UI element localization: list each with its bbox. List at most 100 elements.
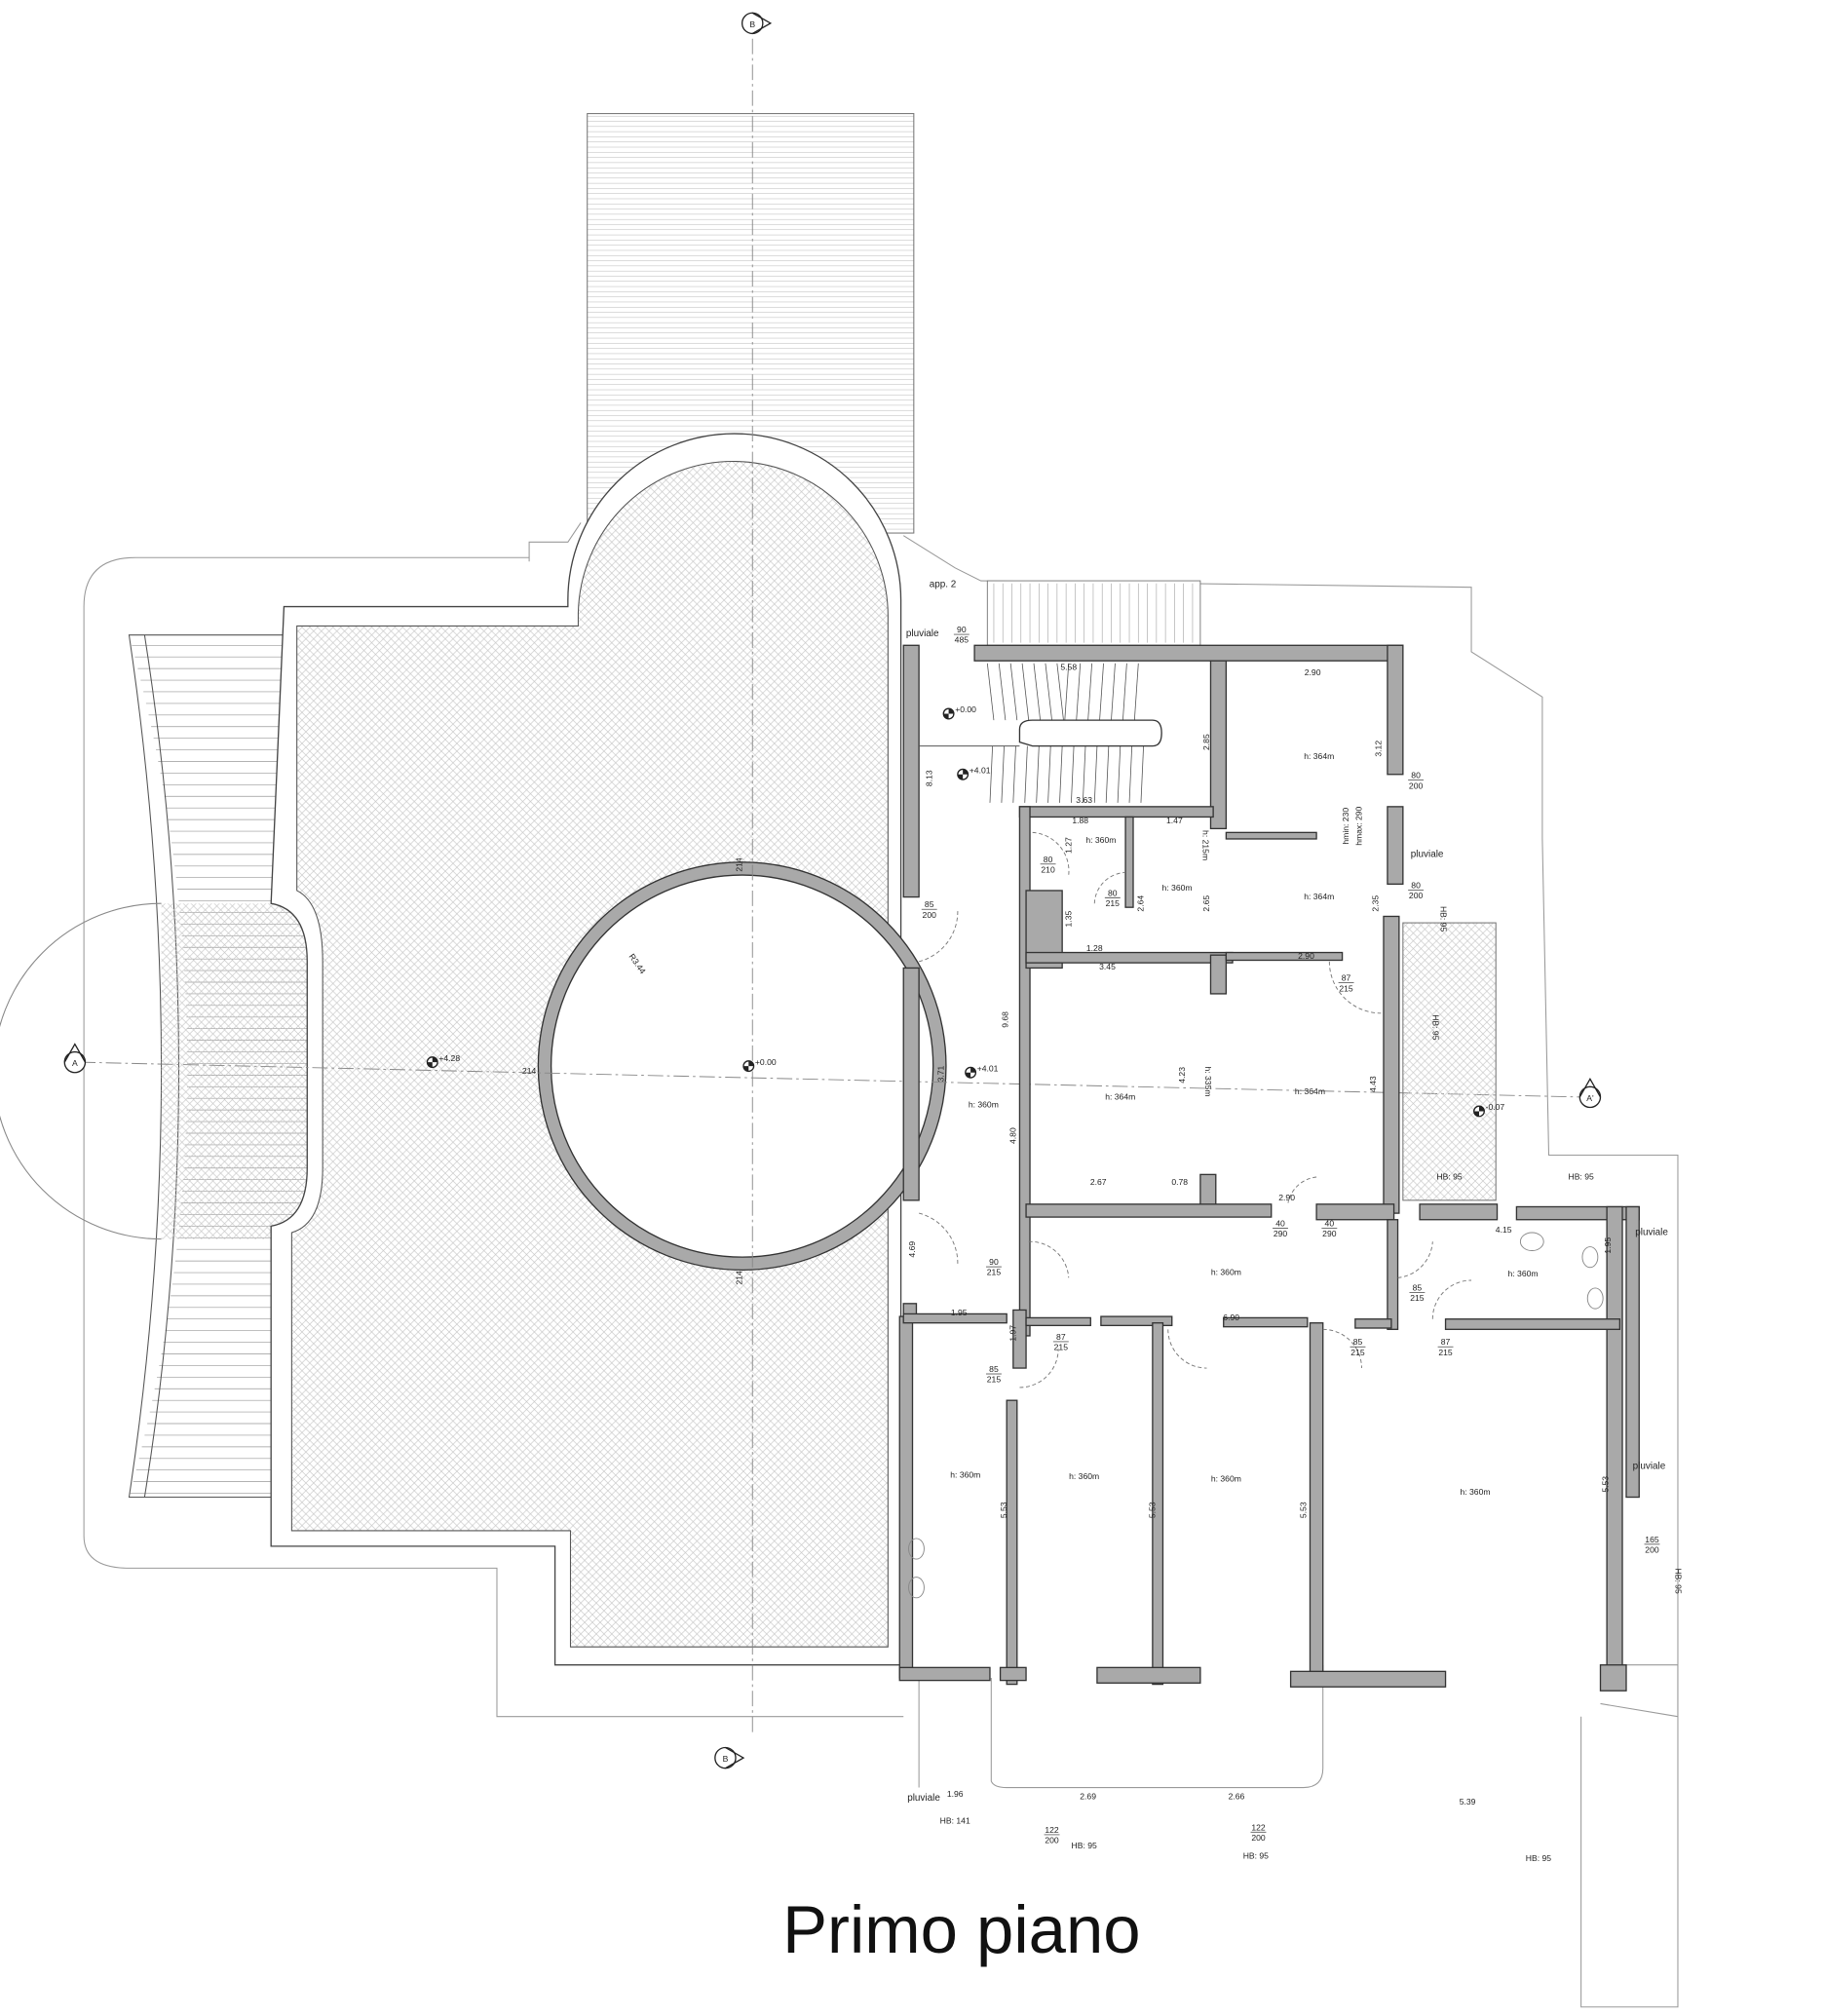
door-height-label: 215 — [987, 1268, 1002, 1277]
hmin-label: hmin: 230 — [1341, 808, 1350, 845]
stair-tread — [1071, 745, 1075, 803]
stair-tread — [1087, 663, 1093, 721]
pluviale-label: pluviale — [907, 1793, 940, 1804]
dimension-label: 4.80 — [1008, 1127, 1017, 1144]
bidet-icon — [1586, 1287, 1604, 1310]
dimension-label: 1.27 — [1063, 837, 1073, 854]
door-width-label: 80 — [1108, 888, 1118, 897]
door-height-label: 290 — [1322, 1229, 1337, 1238]
pluviale-label: pluviale — [1633, 1461, 1666, 1471]
hb-label: HB: 141 — [940, 1816, 970, 1826]
bidet-icon — [908, 1538, 925, 1560]
stair-tread — [1024, 745, 1028, 803]
dimension-label: 8.13 — [924, 770, 933, 786]
section-label: B — [749, 19, 755, 29]
dimension-label: 5.58 — [1060, 662, 1077, 671]
door-height-label: 215 — [1410, 1293, 1425, 1303]
dimension-label: 1.95 — [1603, 1237, 1613, 1254]
stair-tread — [1033, 663, 1042, 721]
door-height-label: 200 — [923, 910, 937, 920]
door-width-label: 85 — [989, 1364, 999, 1374]
dimension-label: 5.39 — [1460, 1797, 1476, 1807]
door-height-label: 200 — [1251, 1833, 1266, 1843]
stair-tread — [1056, 663, 1064, 721]
hb-label: HB: 95 — [1673, 1568, 1683, 1593]
sanitary-fixtures — [908, 1232, 1604, 1599]
stair-tread — [986, 663, 995, 721]
building-walls — [898, 644, 1640, 1692]
room-height-label: h: 364m — [1304, 892, 1334, 901]
level-label: +4.01 — [977, 1063, 999, 1073]
room-height-label: h: 360m — [969, 1099, 999, 1109]
stair-tread — [1099, 663, 1104, 721]
door-height-label: 200 — [1409, 891, 1424, 900]
level-marker-icon — [742, 1060, 754, 1072]
dimension-label: 4.69 — [907, 1241, 917, 1258]
hb-label: HB: 95 — [1243, 1850, 1269, 1860]
section-label: B — [723, 1754, 729, 1764]
room-height-label: h: 360m — [950, 1470, 980, 1480]
door-width-label: 87 — [1056, 1332, 1066, 1342]
dimension-label: 3.45 — [1099, 962, 1116, 971]
dimension-label: 2.65 — [1201, 895, 1211, 912]
dimension-label: 2.67 — [1090, 1177, 1107, 1187]
dimension-label: 1.97 — [1008, 1325, 1017, 1342]
room-height-label: h: 360m — [1211, 1474, 1241, 1484]
level-label: -0.07 — [1486, 1102, 1505, 1112]
level-label: +0.00 — [755, 1057, 777, 1067]
room-height-label: h: 360m — [1069, 1471, 1099, 1481]
dim-label: 214 — [735, 1271, 744, 1285]
dimension-label: 5.53 — [1148, 1502, 1158, 1518]
level-marker-icon — [957, 769, 969, 780]
dimension-label: 2.90 — [1278, 1193, 1295, 1202]
dimension-label: 2.69 — [1080, 1791, 1096, 1801]
room-height-label: h: 335m — [1203, 1066, 1213, 1096]
door-width-label: 122 — [1045, 1825, 1059, 1835]
dimension-label: 3.63 — [1076, 795, 1092, 805]
stair-tread — [1047, 745, 1051, 803]
door-width-label: 85 — [1353, 1337, 1363, 1347]
dimension-label: 1.47 — [1166, 816, 1183, 825]
stair-tread — [1012, 745, 1016, 803]
room-height-label: h: 364m — [1304, 751, 1334, 761]
toilet-icon — [1581, 1246, 1599, 1269]
door-width-label: 122 — [1251, 1822, 1266, 1832]
dimension-label: 2.85 — [1201, 734, 1211, 750]
hb-label: HB: 95 — [1526, 1853, 1551, 1863]
stair-tread — [1009, 663, 1018, 721]
level-label: +4.28 — [438, 1053, 460, 1063]
door-height-label: 290 — [1274, 1229, 1288, 1238]
hb-label: HB: 95 — [1568, 1172, 1593, 1182]
dimension-label: 5.53 — [1298, 1502, 1308, 1518]
door-height-label: 215 — [1339, 983, 1353, 993]
dimension-label: 5.53 — [999, 1502, 1008, 1518]
door-width-label: 85 — [1413, 1283, 1423, 1293]
pluviale-label: pluviale — [1411, 850, 1444, 860]
door-height-label: 215 — [1438, 1348, 1453, 1357]
site-outline — [83, 522, 1679, 2008]
dim-label: 214 — [735, 857, 744, 872]
stair-tread — [1111, 663, 1116, 721]
dimension-label: 4.23 — [1177, 1067, 1187, 1084]
sink-icon — [1519, 1232, 1544, 1251]
stair-tread — [1001, 745, 1005, 803]
door-height-label: 215 — [1054, 1343, 1069, 1352]
stair-tread — [1128, 745, 1133, 803]
stair-tread — [1082, 745, 1086, 803]
dimension-label: 2.64 — [1136, 895, 1146, 912]
stair-tread — [1093, 745, 1098, 803]
door-width-label: 80 — [1044, 855, 1053, 864]
level-marker-icon — [427, 1056, 438, 1068]
stair-tread — [1076, 663, 1082, 721]
stair-tread — [998, 663, 1007, 721]
dimension-label: 4.43 — [1368, 1076, 1378, 1092]
room-height-label: h: 360m — [1460, 1487, 1490, 1497]
door-width-label: 90 — [989, 1257, 999, 1267]
stair-tread — [1059, 745, 1063, 803]
door-width-label: 80 — [1411, 880, 1421, 890]
door-width-label: 40 — [1325, 1218, 1335, 1228]
dimension-label: 2.35 — [1371, 895, 1381, 912]
stair-tread — [1045, 663, 1052, 721]
